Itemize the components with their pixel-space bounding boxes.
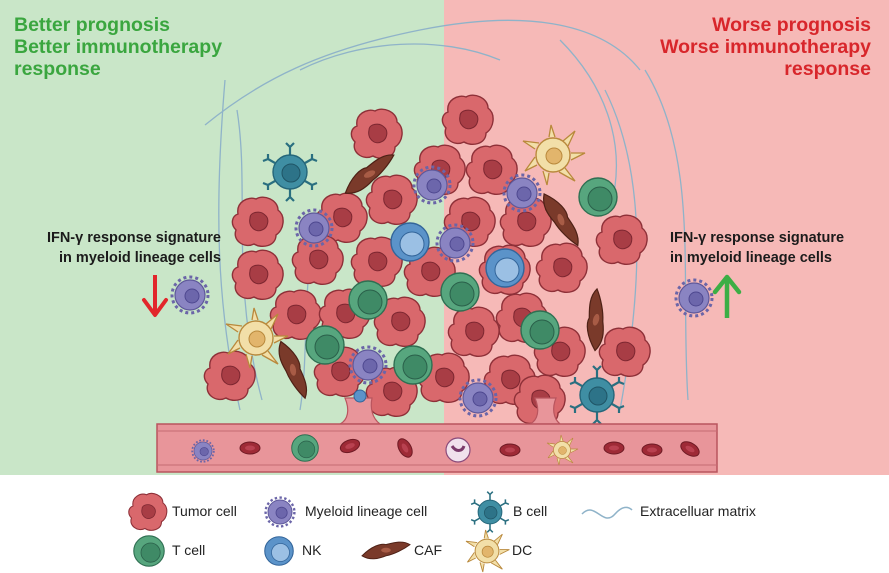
down-arrow-icon [142,275,168,317]
left-signature-line2: in myeloid lineage cells [59,250,221,266]
legend-b-cell: B cell [513,503,548,519]
right-title-line3: response [784,58,871,80]
right-signature-line1: IFN-γ response signature [670,230,845,246]
right-title-line1: Worse prognosis [712,14,871,36]
right-signature-label: IFN-γ response signature in myeloid line… [670,228,885,268]
legend-caf: CAF [414,542,442,558]
legend-nk: NK [302,542,322,558]
left-panel-title: Better prognosis Better immunotherapy re… [14,14,222,80]
right-title-line2: Worse immunotherapy [660,36,871,58]
legend-icons [128,490,633,573]
legend-dc: DC [512,542,533,558]
left-title-line2: Better immunotherapy [14,36,223,58]
legend-extracellular-matrix: Extracelluar matrix [640,503,756,519]
left-title-line3: response [14,58,101,80]
legend-tumor-cell: Tumor cell [172,503,237,519]
legend-t-cell: T cell [172,542,206,558]
legend-myeloid-lineage-cell: Myeloid lineage cell [305,503,428,519]
left-title-line1: Better prognosis [14,14,171,36]
up-arrow-icon [712,274,742,318]
blood-vessel [156,389,718,473]
legend: Tumor cell Myeloid lineage cell B cell E… [0,478,889,573]
right-panel-title: Worse prognosis Worse immunotherapy resp… [660,14,871,80]
right-signature-line2: in myeloid lineage cells [670,250,832,266]
left-signature-line1: IFN-γ response signature [46,230,221,246]
left-signature-label: IFN-γ response signature in myeloid line… [18,228,221,268]
